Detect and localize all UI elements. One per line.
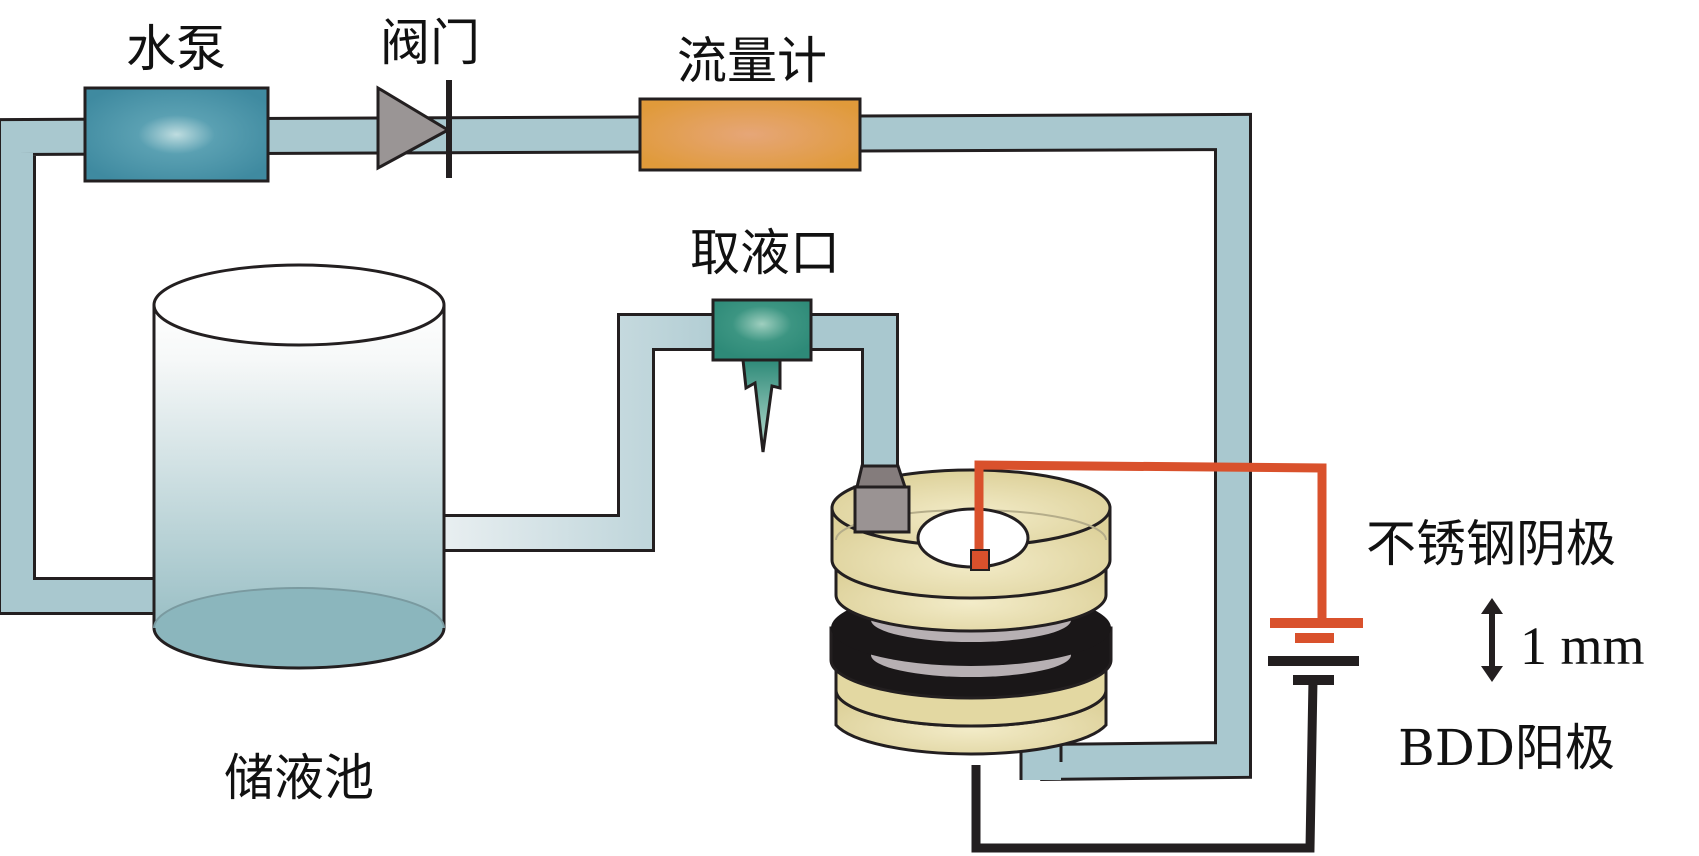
pipe-sampling-loop — [440, 313, 899, 552]
gap-arrow-icon — [1481, 598, 1503, 682]
pipe-sampling-loop-fill-left — [440, 316, 760, 549]
cathode-contact — [970, 549, 990, 571]
inlet-connector — [855, 464, 908, 489]
inlet-connector-body — [853, 485, 911, 534]
sampling-port — [711, 298, 813, 453]
anode-label: BDD阳极 — [1398, 719, 1615, 777]
flowmeter-label: 流量计 — [677, 32, 827, 90]
wiring — [970, 460, 1363, 853]
pipe-outer-loop-fill — [1, 115, 1249, 778]
sampling-port-label: 取液口 — [690, 224, 840, 282]
pump-label: 水泵 — [126, 20, 226, 78]
check-valve — [376, 80, 452, 178]
cathode-wire — [974, 460, 1327, 622]
valve-label: 阀门 — [380, 14, 480, 72]
pump — [83, 86, 270, 183]
gap-label: 1 mm — [1520, 616, 1645, 676]
reservoir-tank — [152, 263, 446, 670]
flowmeter — [638, 97, 862, 172]
cathode-label: 不锈钢阴极 — [1366, 515, 1616, 573]
anode-wire — [971, 679, 1318, 853]
sampling-nozzle — [741, 358, 782, 453]
electrochemical-cell — [829, 464, 1113, 756]
reservoir-label: 储液池 — [224, 749, 374, 807]
